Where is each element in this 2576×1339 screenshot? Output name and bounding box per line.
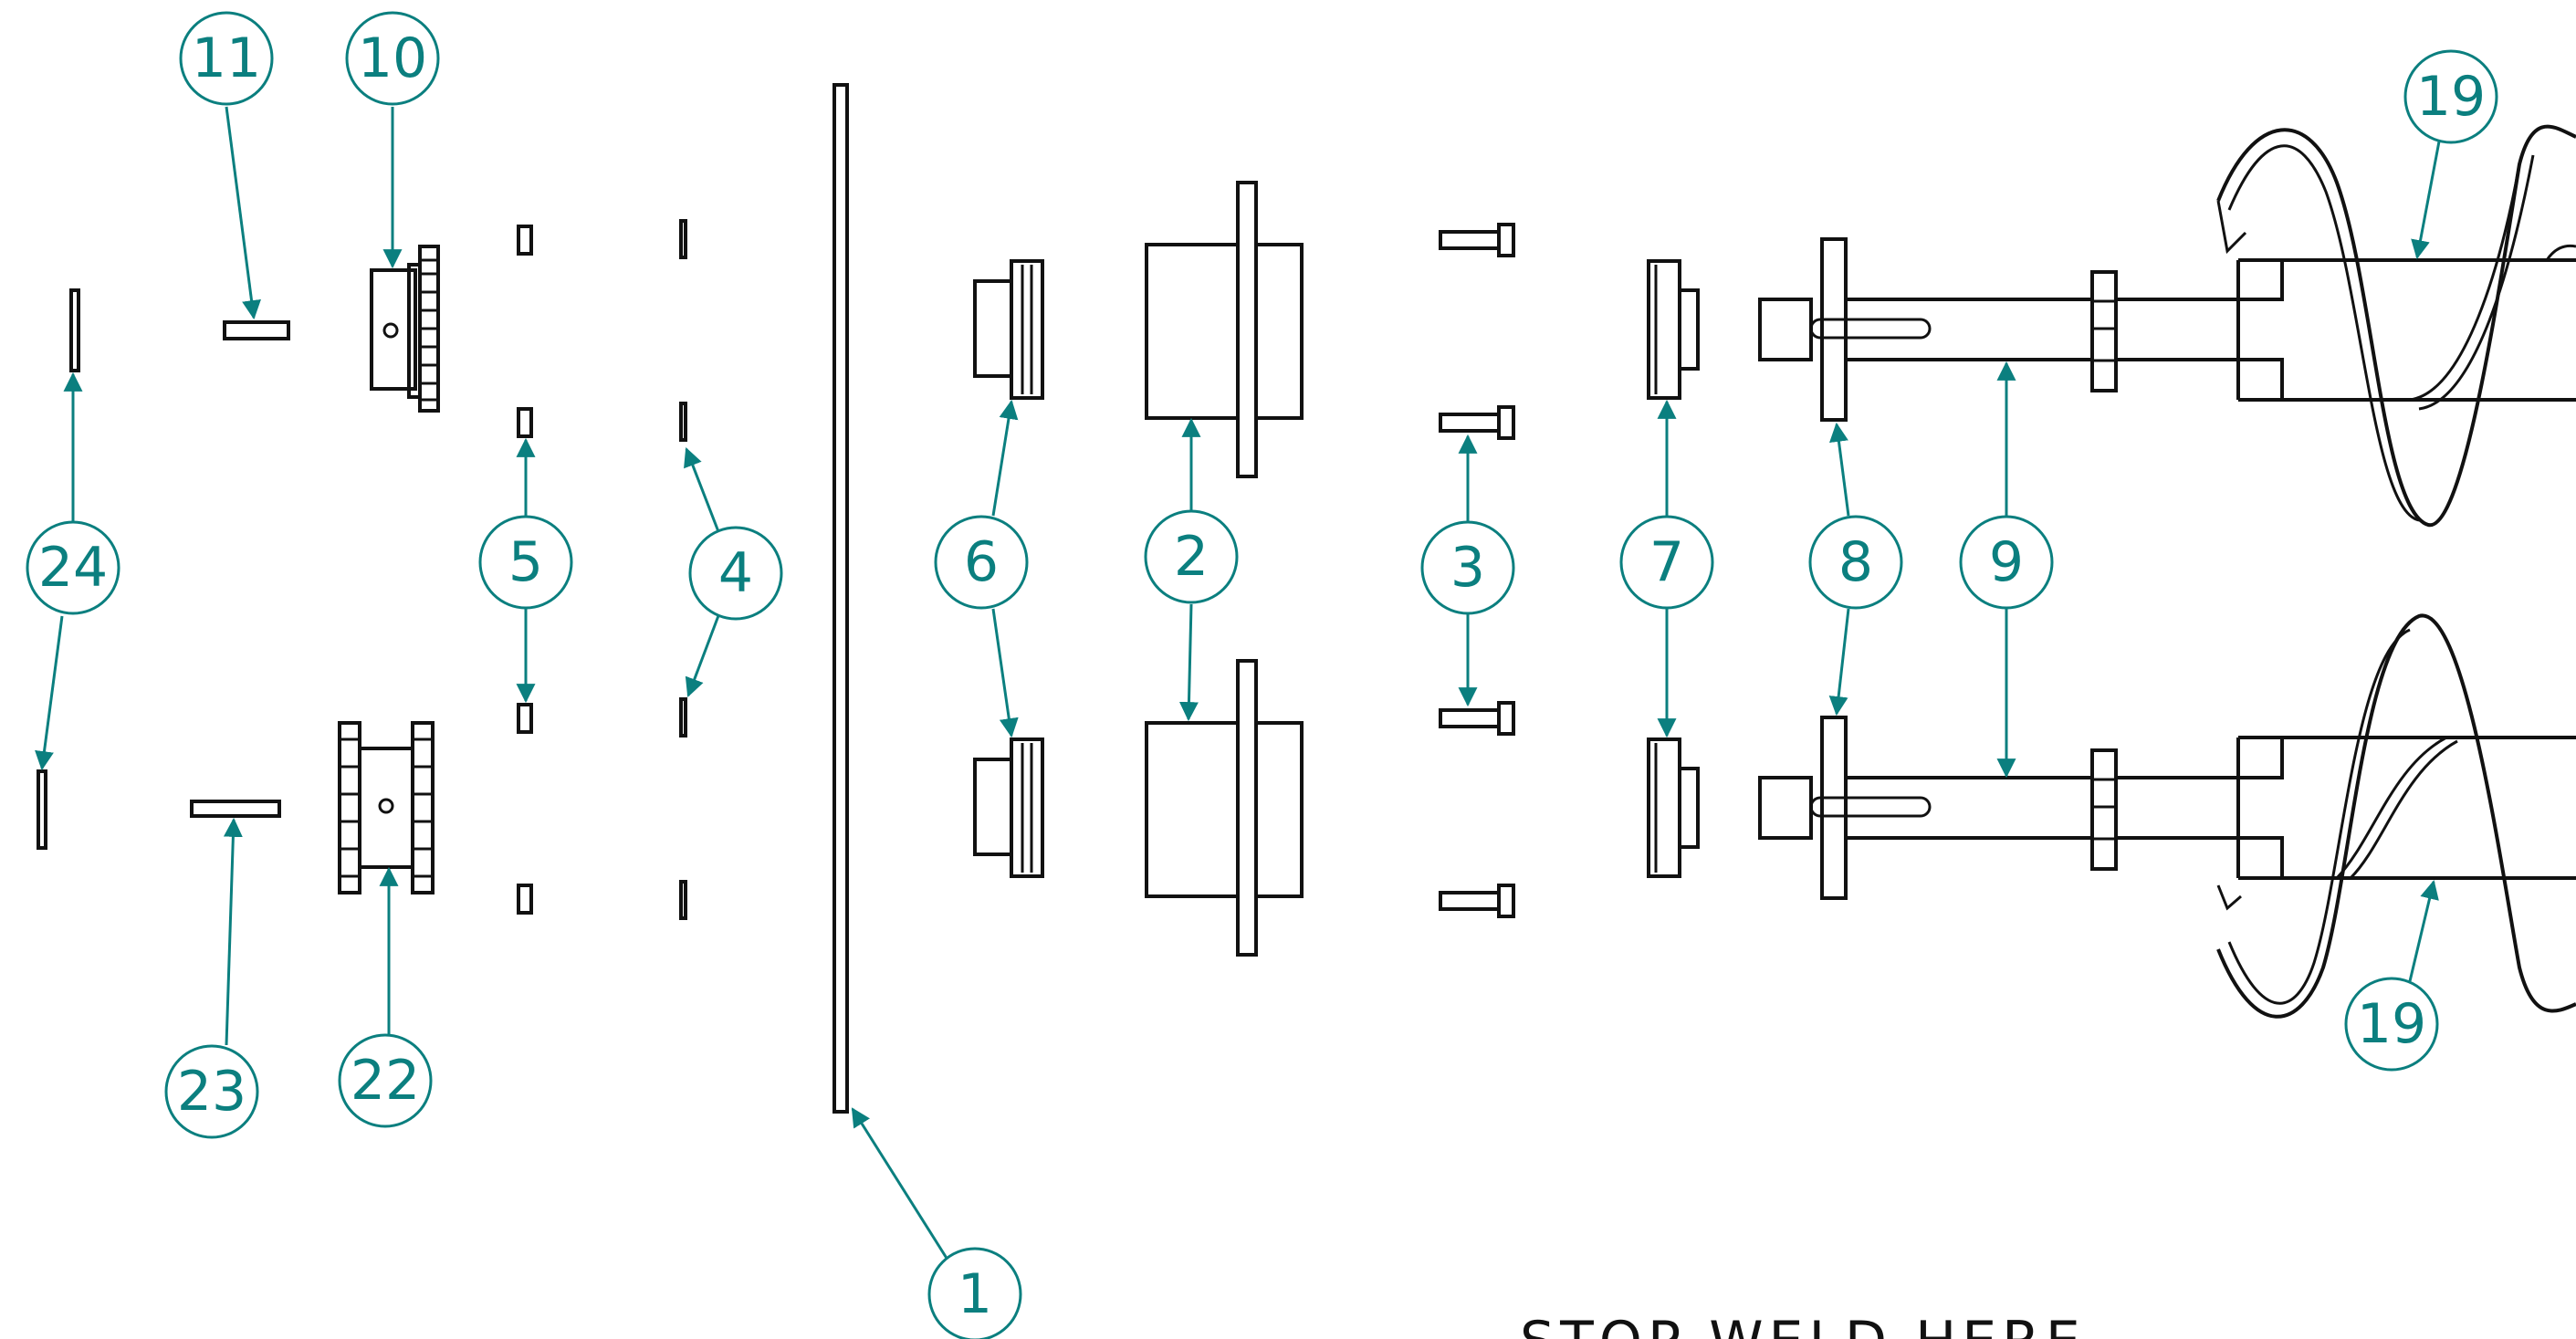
weld-note: STOP WELD HERE — [1520, 1310, 2086, 1339]
balloon-7-label: 7 — [1649, 530, 1684, 594]
balloon-8 — [1808, 515, 1903, 610]
part-9-shaft-top — [1758, 237, 2240, 422]
part-19-auger-bottom — [2216, 613, 2576, 1019]
balloon-22-label: 22 — [351, 1049, 420, 1113]
balloon-4 — [688, 526, 783, 621]
part-4-washers — [679, 219, 687, 920]
part-6-bearings — [973, 259, 1044, 878]
balloon-19-bottom — [2344, 977, 2439, 1072]
balloon-2 — [1144, 509, 1239, 604]
balloon-6-label: 6 — [964, 530, 999, 594]
balloon-8-label: 8 — [1838, 530, 1873, 594]
part-7-collars — [1647, 259, 1700, 878]
balloon-19-top-label: 19 — [2416, 65, 2486, 129]
balloon-19-top — [2403, 49, 2498, 144]
balloon-1-label: 1 — [958, 1262, 992, 1326]
balloon-9-label: 9 — [1989, 530, 2024, 594]
balloon-5 — [478, 515, 573, 610]
part-24-top — [69, 288, 80, 372]
parts-layer — [37, 83, 2576, 1114]
part-5-nuts — [517, 225, 533, 915]
balloon-23 — [164, 1044, 259, 1139]
balloon-1 — [927, 1247, 1022, 1339]
part-1-plate — [832, 83, 849, 1114]
balloon-3 — [1420, 520, 1515, 615]
leader-lines — [35, 106, 2441, 1261]
balloon-19-bottom-label: 19 — [2357, 992, 2426, 1056]
part-22-double-sprocket — [338, 721, 435, 894]
balloon-10-label: 10 — [358, 26, 427, 90]
balloon-6 — [934, 515, 1029, 610]
part-23 — [190, 800, 281, 818]
balloon-24 — [26, 520, 120, 615]
balloon-4-label: 4 — [718, 541, 753, 605]
balloon-22 — [338, 1033, 433, 1128]
balloon-labels: 11 10 24 23 22 5 4 1 6 2 3 7 8 9 19 19 — [38, 26, 2486, 1326]
balloon-3-label: 3 — [1450, 536, 1485, 600]
balloon-11-label: 11 — [192, 26, 261, 90]
part-24-bottom — [37, 769, 47, 850]
balloons — [26, 11, 2498, 1339]
balloon-11 — [179, 11, 274, 106]
balloon-23-label: 23 — [177, 1060, 246, 1124]
balloon-7 — [1619, 515, 1714, 610]
balloon-10 — [345, 11, 440, 106]
part-3-bolts — [1439, 223, 1515, 918]
part-10-sprocket — [370, 245, 440, 413]
part-9-shaft-bottom — [1758, 716, 2240, 900]
balloon-2-label: 2 — [1174, 525, 1209, 589]
balloon-9 — [1959, 515, 2054, 610]
balloon-5-label: 5 — [508, 530, 543, 594]
part-19-auger-top — [2216, 124, 2576, 528]
balloon-24-label: 24 — [38, 536, 108, 600]
part-11 — [223, 320, 290, 340]
